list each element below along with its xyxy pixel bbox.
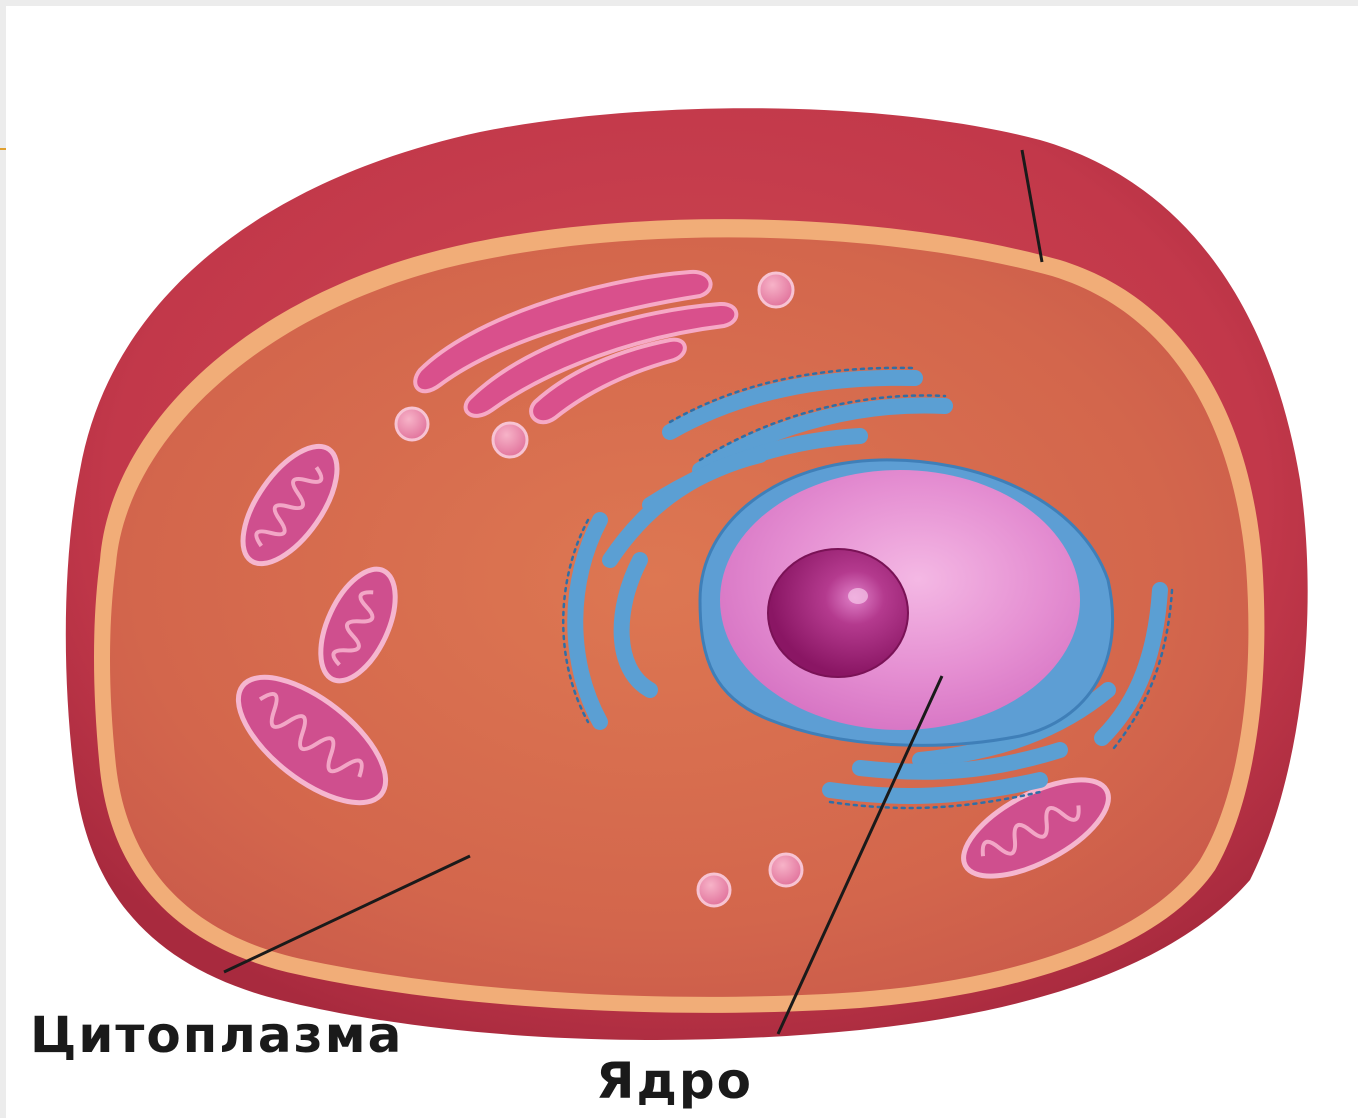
label-nucleus: Ядро xyxy=(596,1056,753,1106)
label-cytoplasm: Цитоплазма xyxy=(30,1010,403,1060)
nucleolus-highlight xyxy=(848,588,868,604)
nucleolus xyxy=(768,549,908,677)
